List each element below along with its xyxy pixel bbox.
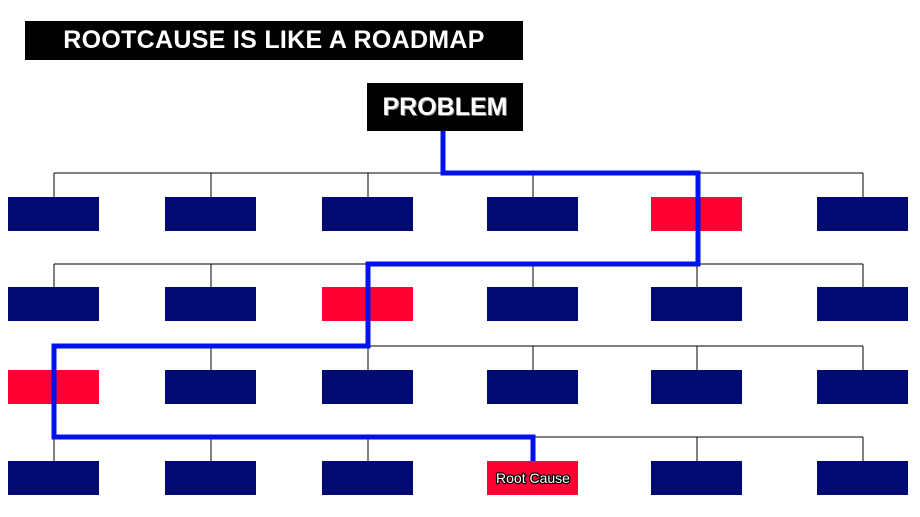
- tree-node: [8, 197, 99, 231]
- tree-node: [487, 287, 578, 321]
- tree-node: [817, 197, 908, 231]
- tree-node: [651, 461, 742, 495]
- tree-node: [817, 287, 908, 321]
- node-labels: Root Cause: [495, 469, 572, 488]
- tree-node: [817, 370, 908, 404]
- tree-node: [487, 370, 578, 404]
- tree-node: [165, 287, 256, 321]
- tree-node: [322, 197, 413, 231]
- tree-node: [817, 461, 908, 495]
- roadmap-path: [51, 131, 701, 461]
- tree-node: [322, 461, 413, 495]
- tree-node: [165, 197, 256, 231]
- problem-box: PROBLEM: [367, 83, 523, 131]
- root-cause-node: [487, 461, 578, 495]
- tree-node: [651, 287, 742, 321]
- roadmap-path-line: [51, 131, 701, 461]
- root-cause-label: Root Cause: [496, 470, 570, 486]
- tree-node: [487, 197, 578, 231]
- tree-node: [651, 370, 742, 404]
- node-grid: [8, 197, 908, 495]
- tree-node: [165, 461, 256, 495]
- tree-node: [322, 370, 413, 404]
- tree-node: [165, 370, 256, 404]
- diagram-title: ROOTCAUSE IS LIKE A ROADMAP: [25, 21, 523, 60]
- tree-node: [8, 287, 99, 321]
- tree-node: [8, 461, 99, 495]
